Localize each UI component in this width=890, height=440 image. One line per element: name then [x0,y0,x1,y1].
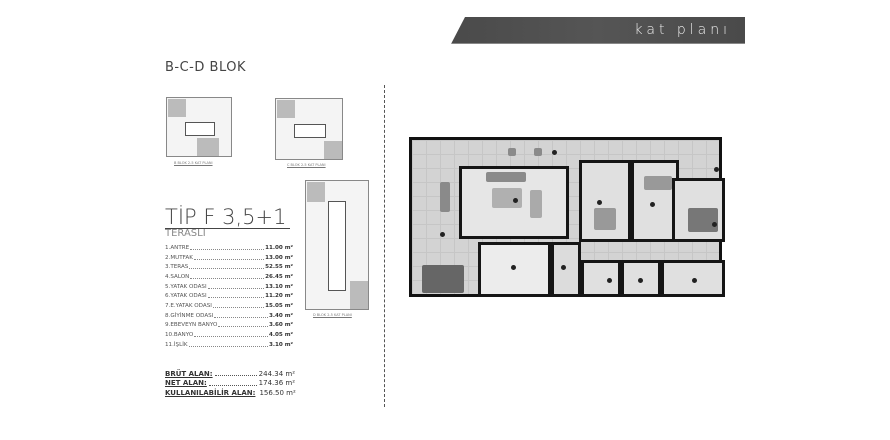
room-name: 8.GİYİNME ODASI [165,312,214,319]
total-value: 174.36 m² [258,379,295,388]
room-name: 4.SALON [165,273,190,280]
total-row: KULLANILABİLİR ALAN:156.50 m² [165,388,296,398]
room-row: 5.YATAK ODASI 13.10 m² [165,282,293,292]
header-banner: kat planı [451,17,745,44]
room-row: 2.MUTFAK 13.00 m² [165,253,293,263]
room-area: 3.40 m² [268,312,293,319]
room-area: 26.45 m² [265,273,293,280]
room-row: 6.YATAK ODASI 11.20 m² [165,291,293,301]
room-antre [551,242,581,297]
dot-leader [214,314,268,318]
dot-leader [212,304,265,308]
dot-leader [194,333,268,338]
total-value: 244.34 m² [258,369,295,378]
unit-type: TİP F 3,5+1 [165,206,291,229]
header-title: kat planı [634,22,731,38]
room-area: 11.20 m² [265,293,293,300]
room-name: 7.E.YATAK ODASI [165,302,212,309]
room-row: 7.E.YATAK ODASI 15.05 m² [165,301,293,311]
dot-leader [207,285,265,289]
key-plan-c [275,98,343,160]
key-plan-caption: D BLOK 2-5 KAT PLANI [313,313,352,317]
room-name: 3.TERAS [165,264,189,271]
dot-leader [190,246,265,250]
floor-plan [409,137,725,297]
room-area: 4.05 m² [268,332,293,339]
total-label: NET ALAN: [165,379,207,388]
room-row: 10.BANYO 4.05 m² [165,330,293,340]
room-area: 13.00 m² [265,254,293,261]
divider [384,85,385,407]
room-name: 1.ANTRE [165,244,190,251]
room-list: 1.ANTRE 11.00 m² 2.MUTFAK 13.00 m² 3.TERAS 52… [165,243,293,350]
dot-leader [218,323,268,328]
room-area: 11.00 m² [265,244,293,251]
dot-leader [188,343,268,347]
room-row: 1.ANTRE 11.00 m² [165,243,293,253]
room-area: 3.60 m² [268,322,293,329]
total-label: KULLANILABİLİR ALAN: [165,389,256,398]
room-area: 3.10 m² [268,341,293,348]
key-plan-caption: B BLOK 2-5 KAT PLANI [174,161,213,165]
dot-leader [190,275,265,279]
blok-title: B-C-D BLOK [165,60,246,75]
room-name: 5.YATAK ODASI [165,283,207,290]
room-row: 4.SALON 26.45 m² [165,272,293,282]
room-area: 13.10 m² [265,283,293,290]
unit-subtitle: TERASLI [165,228,206,239]
room-row: 8.GİYİNME ODASI 3.40 m² [165,311,293,321]
room-area: 52.55 m² [265,264,293,271]
key-plan-d [305,180,369,310]
room-row: 3.TERAS 52.55 m² [165,262,293,272]
room-name: 6.YATAK ODASI [165,293,207,300]
dot-leader [214,371,257,377]
total-row: BRÜT ALAN: 244.34 m² [165,369,295,379]
total-label: BRÜT ALAN: [165,369,213,378]
total-row: NET ALAN: 174.36 m² [165,379,295,389]
room-area: 15.05 m² [265,302,293,309]
room-row: 11.İŞLİK 3.10 m² [165,340,293,350]
room-name: 2.MUTFAK [165,254,193,261]
dot-leader [208,381,257,386]
dot-leader [207,294,265,299]
total-value: 156.50 m² [259,389,296,398]
key-plan-caption: C BLOK 2-5 KAT PLANI [287,163,326,167]
room-name: 11.İŞLİK [165,341,188,348]
room-name: 9.EBEVEYN BANYO [165,322,218,329]
key-plan-b [166,97,232,157]
dot-leader [189,265,265,270]
room-name: 10.BANYO [165,332,194,339]
room-yatak-6 [631,160,679,242]
dot-leader [193,256,265,260]
room-row: 9.EBEVEYN BANYO 3.60 m² [165,321,293,331]
room-banyo [581,260,621,297]
